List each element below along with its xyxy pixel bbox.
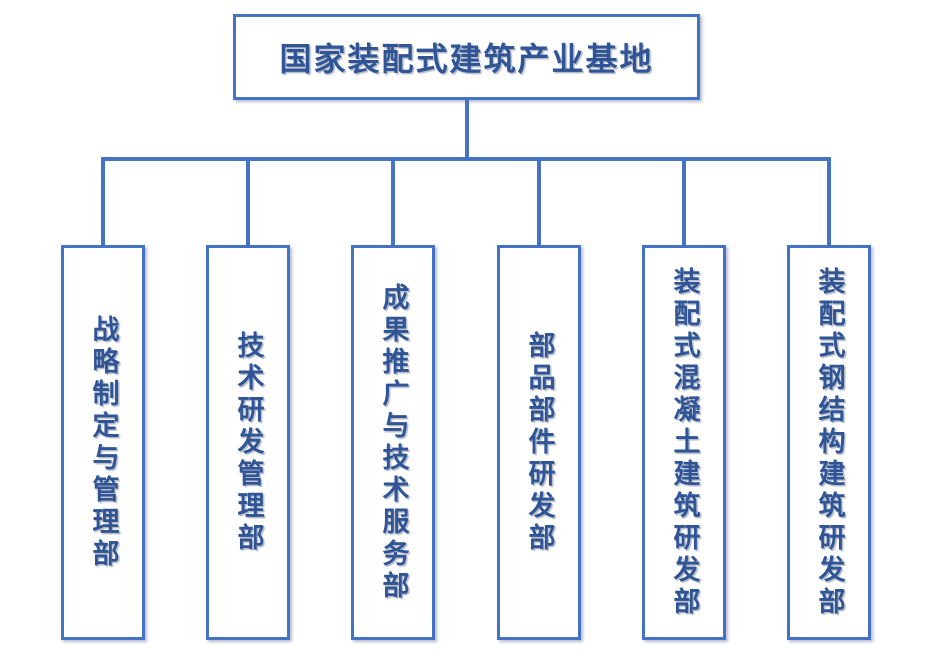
connector-stub-promotion: [391, 157, 395, 245]
dept-box-strategy-management: 战略制定与管理部: [61, 245, 145, 640]
connector-stub-steel: [827, 157, 831, 245]
dept-box-tech-rd-management: 技术研发管理部: [206, 245, 290, 640]
connector-stub-components: [537, 157, 541, 245]
dept-label-promotion-tech-service: 成果推广与技术服务部: [378, 282, 409, 603]
dept-box-steel-structure-rd: 装配式钢结构建筑研发部: [787, 245, 871, 640]
dept-label-strategy-management: 战略制定与管理部: [88, 314, 119, 571]
connector-horizontal-line: [101, 157, 831, 161]
dept-box-precast-concrete-rd: 装配式混凝土建筑研发部: [642, 245, 726, 640]
connector-stub-concrete: [682, 157, 686, 245]
connector-stub-tech-rd: [246, 157, 250, 245]
connector-stub-strategy: [101, 157, 105, 245]
root-node-box: 国家装配式建筑产业基地: [233, 14, 700, 100]
root-node-label: 国家装配式建筑产业基地: [279, 41, 654, 77]
dept-label-steel-structure-rd: 装配式钢结构建筑研发部: [814, 266, 845, 619]
dept-label-precast-concrete-rd: 装配式混凝土建筑研发部: [669, 266, 700, 619]
dept-box-parts-components-rd: 部品部件研发部: [497, 245, 581, 640]
dept-label-parts-components-rd: 部品部件研发部: [524, 330, 555, 555]
connector-root-drop-line: [465, 99, 469, 159]
dept-label-tech-rd-management: 技术研发管理部: [233, 330, 264, 555]
dept-box-promotion-tech-service: 成果推广与技术服务部: [351, 245, 435, 640]
